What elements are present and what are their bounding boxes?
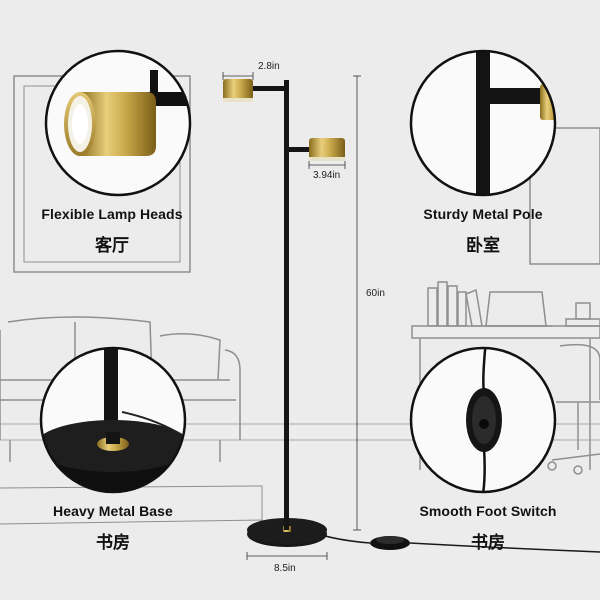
detail-circle-foot-switch bbox=[409, 346, 557, 494]
feature-subtitle: 书房 bbox=[96, 533, 130, 553]
detail-circle-metal-base bbox=[39, 346, 187, 494]
dimension-head-depth: 3.94in bbox=[313, 170, 341, 181]
feature-subtitle: 卧室 bbox=[466, 236, 500, 256]
dimension-lines bbox=[222, 72, 361, 560]
floor-lamp bbox=[223, 79, 600, 553]
feature-title: Heavy Metal Base bbox=[53, 503, 173, 519]
detail-circle-lamp-heads bbox=[44, 49, 192, 197]
feature-title: Sturdy Metal Pole bbox=[423, 206, 543, 222]
feature-title: Smooth Foot Switch bbox=[419, 503, 557, 519]
feature-lamp-heads: Flexible Lamp Heads 客厅 bbox=[7, 206, 217, 256]
dimension-height: 60in bbox=[366, 288, 385, 299]
lamp-pole bbox=[284, 80, 289, 530]
upper-lamp-head bbox=[223, 79, 253, 101]
feature-subtitle: 书房 bbox=[471, 533, 505, 553]
detail-circle-metal-pole bbox=[409, 49, 557, 197]
feature-metal-pole: Sturdy Metal Pole 卧室 bbox=[378, 206, 588, 256]
wall-frame bbox=[529, 127, 600, 265]
feature-subtitle: 客厅 bbox=[95, 236, 129, 256]
lower-lamp-head bbox=[309, 138, 345, 160]
dimension-base-diameter: 8.5in bbox=[274, 563, 296, 574]
dimension-head-width: 2.8in bbox=[258, 61, 280, 72]
feature-foot-switch: Smooth Foot Switch 书房 bbox=[383, 503, 593, 553]
feature-metal-base: Heavy Metal Base 书房 bbox=[8, 503, 218, 553]
feature-title: Flexible Lamp Heads bbox=[41, 206, 183, 222]
